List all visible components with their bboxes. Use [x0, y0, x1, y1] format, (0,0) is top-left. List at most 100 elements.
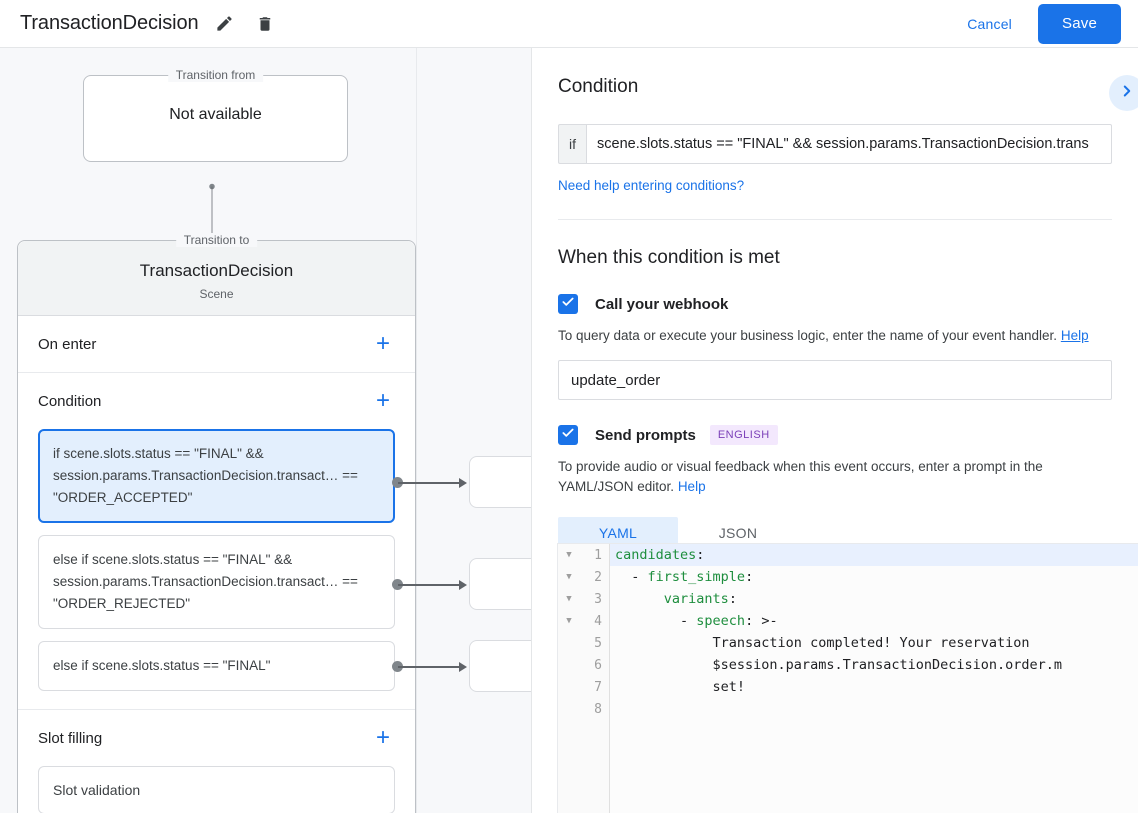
editor-code-area[interactable]: candidates: - first_simple: variants: - …	[610, 544, 1138, 813]
editor-gutter-line: 5	[558, 632, 609, 654]
condition-connector-arrowhead	[459, 580, 467, 590]
scene-graph-canvas[interactable]: Transition from Not available Transition…	[0, 48, 531, 813]
condition-item[interactable]: if scene.slots.status == "FINAL" && sess…	[38, 429, 395, 523]
section-divider	[558, 219, 1112, 220]
canvas-guide-line	[416, 48, 417, 813]
editor-line-number: 2	[594, 569, 602, 585]
editor-code-line[interactable]: candidates:	[610, 544, 1138, 566]
editor-gutter-line: ▼2	[558, 566, 609, 588]
transition-from-legend: Transition from	[167, 68, 264, 82]
section-slot-filling: Slot filling + Slot validation	[18, 710, 415, 813]
when-condition-met-section: When this condition is met Call your web…	[532, 220, 1138, 549]
editor-line-number: 6	[594, 657, 602, 673]
section-title-condition: Condition	[38, 392, 102, 410]
editor-gutter-line: ▼4	[558, 610, 609, 632]
transition-target-box[interactable]	[469, 456, 531, 508]
when-condition-met-heading: When this condition is met	[558, 247, 780, 268]
fold-triangle-icon[interactable]: ▼	[566, 572, 572, 582]
condition-section: Condition if Need help entering conditio…	[532, 48, 1138, 220]
condition-connector-arrowhead	[459, 478, 467, 488]
check-icon	[561, 295, 575, 314]
editor-token: first_simple	[647, 569, 746, 585]
transition-to-legend: Transition to	[175, 233, 258, 247]
editor-token: -	[615, 569, 648, 585]
condition-if-prefix: if	[558, 124, 586, 164]
condition-expression-input[interactable]	[586, 124, 1112, 164]
condition-help-link[interactable]: Need help entering conditions?	[558, 178, 745, 193]
editor-token: -	[615, 613, 697, 629]
editor-gutter-line: 7	[558, 676, 609, 698]
editor-gutter-line: ▼1	[558, 544, 609, 566]
add-condition-button[interactable]: +	[375, 387, 390, 414]
editor-code-line[interactable]: - first_simple:	[610, 566, 1138, 588]
fold-triangle-icon[interactable]: ▼	[566, 616, 572, 626]
webhook-help-link[interactable]: Help	[1060, 328, 1089, 343]
save-button[interactable]: Save	[1038, 3, 1121, 44]
editor-token: set!	[615, 679, 746, 695]
webhook-label: Call your webhook	[595, 295, 729, 313]
editor-token: variants	[663, 591, 729, 607]
prompts-description-text: To provide audio or visual feedback when…	[558, 459, 1043, 494]
webhook-checkbox-row: Call your webhook	[558, 294, 1112, 314]
webhook-checkbox[interactable]	[558, 294, 578, 314]
editor-line-number: 4	[594, 613, 602, 629]
check-icon	[561, 426, 575, 445]
condition-heading: Condition	[558, 76, 639, 97]
editor-code-line[interactable]	[610, 698, 1138, 720]
condition-connector-dot	[392, 661, 403, 672]
condition-item[interactable]: else if scene.slots.status == "FINAL"	[38, 641, 395, 691]
prompts-description: To provide audio or visual feedback when…	[558, 457, 1110, 497]
scene-card: Transition to TransactionDecision Scene …	[17, 233, 416, 813]
editor-code-line[interactable]: - speech: >-	[610, 610, 1138, 632]
section-header-slot-filling: Slot filling +	[38, 710, 395, 766]
section-title-on-enter: On enter	[38, 335, 97, 353]
slot-validation-item[interactable]: Slot validation	[38, 766, 395, 813]
transition-target-box[interactable]	[469, 640, 531, 692]
editor-token: Transaction completed! Your reservation	[615, 635, 1030, 651]
webhook-description-text: To query data or execute your business l…	[558, 328, 1058, 343]
editor-code-line[interactable]: $session.params.TransactionDecision.orde…	[610, 654, 1138, 676]
prompts-checkbox-row: Send prompts ENGLISH	[558, 425, 1112, 445]
transition-target-box[interactable]	[469, 558, 531, 610]
edit-name-button[interactable]	[211, 10, 239, 38]
condition-connector-dot	[392, 477, 403, 488]
pencil-icon	[215, 14, 234, 33]
cancel-button[interactable]: Cancel	[953, 7, 1026, 41]
prompts-help-link[interactable]: Help	[677, 479, 706, 494]
chevron-right-icon	[1118, 82, 1136, 105]
editor-gutter-line: 6	[558, 654, 609, 676]
send-prompts-label: Send prompts	[595, 426, 696, 444]
delete-button[interactable]	[251, 10, 279, 38]
editor-code-line[interactable]: variants:	[610, 588, 1138, 610]
editor-line-number: 1	[594, 547, 602, 563]
add-slot-filling-button[interactable]: +	[375, 724, 390, 751]
editor-line-number: 7	[594, 679, 602, 695]
scene-card-header[interactable]: TransactionDecision Scene	[18, 241, 415, 316]
send-prompts-checkbox[interactable]	[558, 425, 578, 445]
condition-connector-dot	[392, 579, 403, 590]
editor-token: : >-	[745, 613, 778, 629]
editor-token: :	[696, 547, 705, 563]
editor-code-line[interactable]: Transaction completed! Your reservation	[610, 632, 1138, 654]
scene-name: TransactionDecision	[139, 261, 294, 280]
fold-triangle-icon[interactable]: ▼	[566, 550, 572, 560]
fold-triangle-icon[interactable]: ▼	[566, 594, 572, 604]
event-handler-input[interactable]	[558, 360, 1112, 400]
editor-line-number: 5	[594, 635, 602, 651]
page-title: TransactionDecision	[20, 12, 199, 34]
editor-token: speech	[696, 613, 746, 629]
condition-input-row: if	[558, 124, 1112, 164]
section-header-on-enter: On enter +	[38, 316, 395, 372]
section-header-condition: Condition +	[38, 373, 395, 429]
editor-line-number: 3	[594, 591, 602, 607]
editor-code-line[interactable]: set!	[610, 676, 1138, 698]
editor-gutter-line: ▼3	[558, 588, 609, 610]
expand-panel-button[interactable]	[1109, 75, 1138, 111]
condition-item[interactable]: else if scene.slots.status == "FINAL" &&…	[38, 535, 395, 629]
add-on-enter-button[interactable]: +	[375, 330, 390, 357]
language-badge: ENGLISH	[709, 425, 778, 445]
tab-json[interactable]: JSON	[718, 525, 758, 541]
